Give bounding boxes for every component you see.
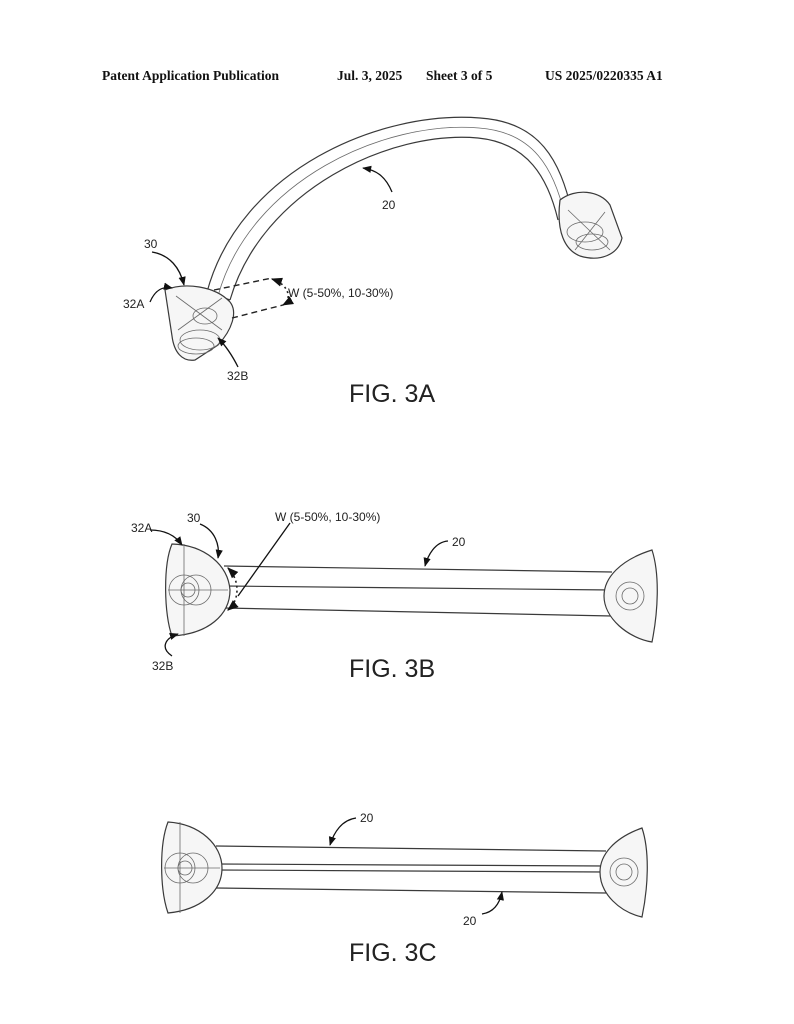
fig3b-leader-20 xyxy=(423,540,449,567)
fig3b-label-32a: 32A xyxy=(131,521,152,535)
fig3a-leader-20 xyxy=(362,165,393,193)
fig3b-left-tip xyxy=(165,543,231,637)
figure-3b: W (5-50%, 10-30%) 32A 30 32B 20 FIG. 3B xyxy=(131,510,658,683)
fig3b-label-width: W (5-50%, 10-30%) xyxy=(275,510,380,524)
fig3c-label-20-top: 20 xyxy=(360,811,374,825)
fig3c-right-tip xyxy=(599,827,648,918)
fig3b-label-32b: 32B xyxy=(152,659,173,673)
fig3b-right-tip xyxy=(603,549,658,643)
fig3b-label-20: 20 xyxy=(452,535,466,549)
fig3c-left-tip xyxy=(161,821,223,914)
fig3c-label-20-bottom: 20 xyxy=(463,914,477,928)
fig3a-right-tip xyxy=(558,191,623,259)
fig3b-caption: FIG. 3B xyxy=(349,655,435,683)
publication-title: Patent Application Publication xyxy=(102,68,280,83)
fig3c-leader-20-top xyxy=(328,817,357,846)
fig3a-leader-32b xyxy=(217,337,239,368)
fig3b-leader-30 xyxy=(199,523,223,559)
fig3b-leader-width xyxy=(237,522,291,597)
figure-3a: 20 30 32A 32B W (5-50%, 10-30%) FIG. 3A xyxy=(123,116,623,408)
fig3a-label-20: 20 xyxy=(382,198,396,212)
fig3a-label-32b: 32B xyxy=(227,369,248,383)
fig3a-label-30: 30 xyxy=(144,237,158,251)
fig3a-caption: FIG. 3A xyxy=(349,380,435,408)
fig3b-label-30: 30 xyxy=(187,511,201,525)
fig3a-label-width: W (5-50%, 10-30%) xyxy=(288,286,393,300)
fig3a-leader-30 xyxy=(151,251,186,286)
fig3c-caption: FIG. 3C xyxy=(349,939,437,967)
publication-number: US 2025/0220335 A1 xyxy=(545,68,663,83)
fig3a-width-indicator xyxy=(213,277,294,319)
fig3a-leader-32a xyxy=(149,282,173,303)
fig3a-label-32a: 32A xyxy=(123,297,144,311)
fig3c-leader-20-bottom xyxy=(481,891,504,915)
fig3a-left-tip xyxy=(164,285,235,361)
fig3b-leader-32a xyxy=(149,529,183,546)
fig3b-leader-32b xyxy=(164,632,179,657)
figure-3c: 20 20 FIG. 3C xyxy=(161,811,648,967)
fig3b-band xyxy=(223,565,613,617)
publication-date: Jul. 3, 2025 xyxy=(337,68,403,83)
fig3c-band xyxy=(215,845,607,894)
page-header: Patent Application Publication Jul. 3, 2… xyxy=(0,68,794,88)
sheet-number: Sheet 3 of 5 xyxy=(426,68,493,83)
